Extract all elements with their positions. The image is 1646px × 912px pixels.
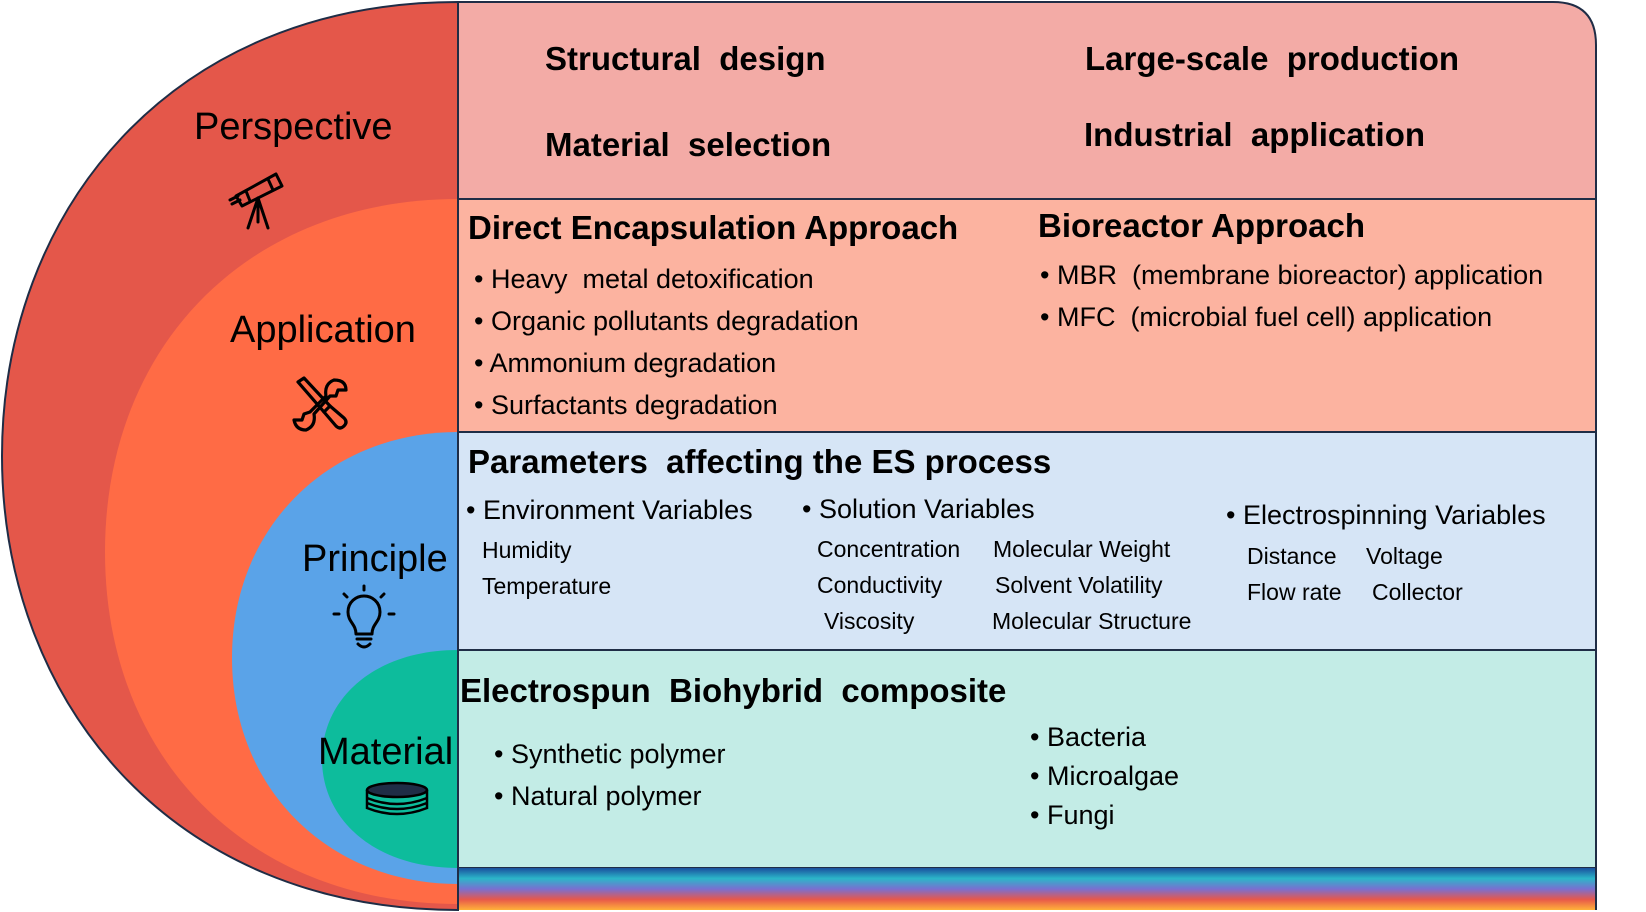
material-left-item: • Synthetic polymer	[494, 739, 726, 769]
environment-variables-title: • Environment Variables	[466, 495, 753, 525]
material-panel-bg	[457, 649, 1597, 869]
telescope-icon	[228, 172, 284, 230]
material-right-item: • Microalgae	[1030, 761, 1180, 791]
layer-label-principle: Principle	[302, 538, 448, 580]
material-title: Electrospun Biohybrid composite	[460, 672, 1007, 709]
electrospinning-item: Distance	[1247, 543, 1337, 569]
layer-label-material: Material	[318, 731, 454, 773]
perspective-item-material-selection: Material selection	[545, 126, 832, 163]
petri-dish-icon	[365, 781, 429, 816]
electrospinning-item: Flow rate	[1247, 579, 1342, 605]
solution-item: Conductivity	[817, 572, 943, 598]
solution-item: Viscosity	[824, 608, 915, 634]
direct-encapsulation-title: Direct Encapsulation Approach	[468, 209, 959, 246]
perspective-item-large-scale-production: Large-scale production	[1085, 40, 1460, 77]
application-left-item: • Heavy metal detoxification	[474, 264, 814, 294]
application-left-item: • Organic pollutants degradation	[474, 306, 859, 336]
perspective-panel-bg	[457, 1, 1597, 200]
tools-icon	[292, 376, 348, 432]
perspective-item-structural-design: Structural design	[545, 40, 826, 77]
layer-label-perspective: Perspective	[194, 106, 393, 148]
gradient-strip	[458, 868, 1596, 910]
application-right-item: • MBR (membrane bioreactor) application	[1040, 260, 1544, 290]
solution-item: Molecular Weight	[993, 536, 1171, 562]
environment-item: Temperature	[482, 573, 612, 599]
electrospinning-variables-title: • Electrospinning Variables	[1226, 500, 1546, 530]
principle-panel-bg	[457, 431, 1597, 651]
solution-item: Concentration	[817, 536, 961, 562]
layer-label-application: Application	[230, 309, 416, 351]
lightbulb-icon	[332, 584, 396, 649]
application-right-item: • MFC (microbial fuel cell) application	[1040, 302, 1493, 332]
material-right-item: • Fungi	[1030, 800, 1115, 830]
material-right-item: • Bacteria	[1030, 722, 1147, 752]
principle-title: Parameters affecting the ES process	[468, 443, 1052, 480]
electrospinning-item: Voltage	[1366, 543, 1443, 569]
application-left-item: • Surfactants degradation	[474, 390, 778, 420]
solution-item: Solvent Volatility	[995, 572, 1163, 598]
perspective-item-industrial-application: Industrial application	[1084, 116, 1426, 153]
material-left-item: • Natural polymer	[494, 781, 702, 811]
solution-item: Molecular Structure	[992, 608, 1192, 634]
electrospinning-item: Collector	[1372, 579, 1463, 605]
material-arc	[322, 650, 458, 868]
solution-variables-title: • Solution Variables	[802, 494, 1035, 524]
bioreactor-title: Bioreactor Approach	[1038, 207, 1366, 244]
application-left-item: • Ammonium degradation	[474, 348, 777, 378]
environment-item: Humidity	[482, 537, 572, 563]
